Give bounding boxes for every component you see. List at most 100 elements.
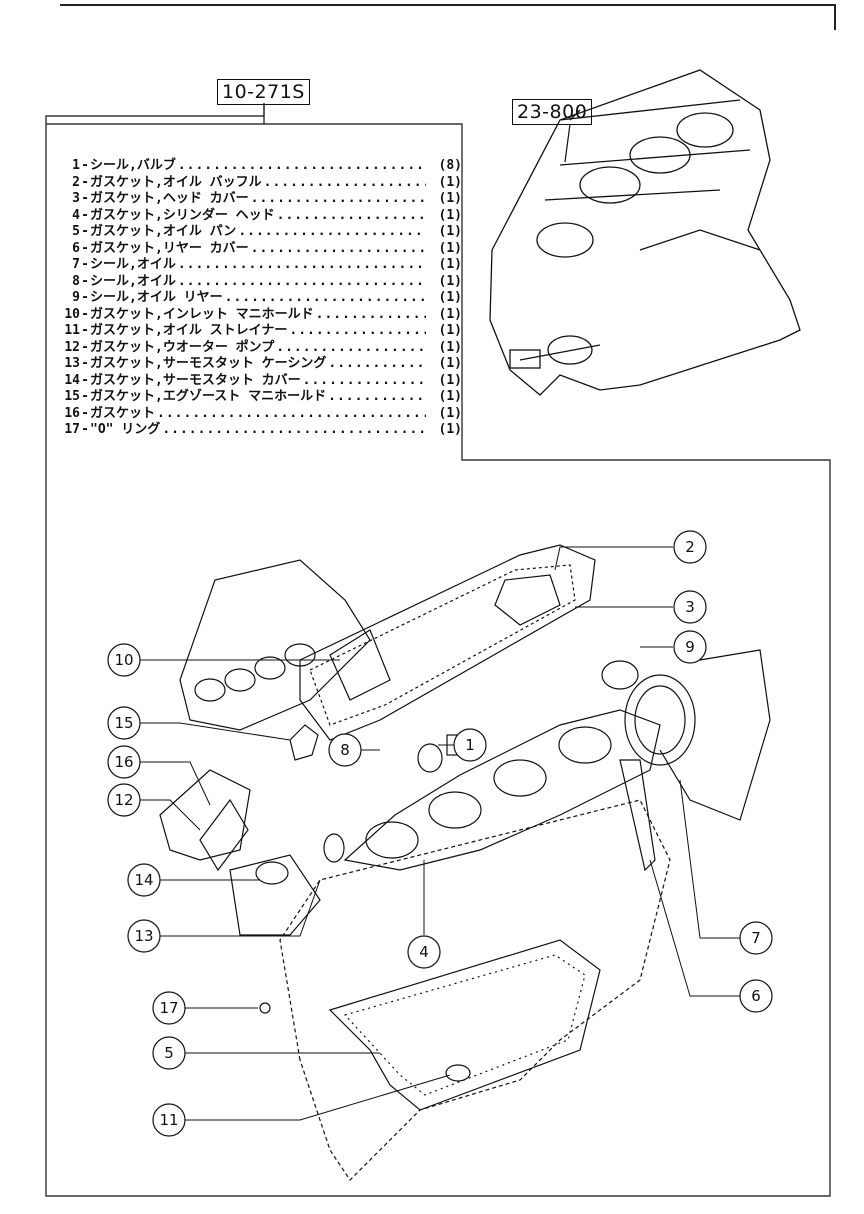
part-number: 13 <box>64 356 80 371</box>
part-dash: - <box>81 323 89 338</box>
parts-list: 1-シール,バルブ...............................… <box>62 154 462 437</box>
part-number: 11 <box>64 323 80 338</box>
part-dash: - <box>81 339 89 355</box>
callout-circle-14 <box>127 863 161 897</box>
parts-list-row: 1-シール,バルブ...............................… <box>62 154 462 173</box>
part-name: シール,オイル <box>90 257 176 272</box>
block-outline <box>279 799 671 1181</box>
callout-label-14: 14 <box>134 871 153 889</box>
parts-list-row: 6-ガスケット,リヤー カバー.........................… <box>62 237 462 256</box>
callout-label-11: 11 <box>159 1111 178 1129</box>
part-quantity: (1) <box>438 224 462 239</box>
part-dash: - <box>81 257 89 272</box>
parts-list-row: 15-ガスケット,エグゾースト マニホールド..................… <box>62 385 462 404</box>
part-name: ガスケット,オイル パン <box>90 224 237 239</box>
callout-circle-15 <box>107 706 141 740</box>
callout-label-16: 16 <box>114 753 133 771</box>
callout-label-10: 10 <box>114 651 133 669</box>
part-leader-dots: ........................................… <box>328 389 426 404</box>
part-dash: - <box>81 158 89 173</box>
part-dash: - <box>81 290 89 305</box>
part-dash: - <box>81 191 89 206</box>
part-quantity: (1) <box>438 290 462 305</box>
part-quantity: (1) <box>438 306 462 322</box>
callout-label-6: 6 <box>751 987 761 1005</box>
part-name: ガスケット,ヘッド カバー <box>90 191 249 206</box>
part-dash: - <box>81 389 89 404</box>
part-name: ガスケット,インレット マニホールド <box>90 306 314 322</box>
callout-circle-6 <box>739 979 773 1013</box>
water-pump-gasket <box>199 798 249 872</box>
part-number: 15 <box>64 389 80 404</box>
part-quantity: (8) <box>438 158 462 173</box>
cylinder-head-gasket <box>343 709 661 871</box>
part-leader-dots: ........................................… <box>162 422 426 437</box>
parts-list-row: 13-ガスケット,サーモスタット ケーシング..................… <box>62 352 462 371</box>
part-leader-dots: ........................................… <box>250 240 426 256</box>
part-quantity: (1) <box>438 257 462 272</box>
part-number: 5 <box>72 224 80 239</box>
part-number: 12 <box>64 339 80 355</box>
callout-circle-11 <box>152 1103 186 1137</box>
callout-circle-5 <box>152 1036 186 1070</box>
callout-circle-2 <box>673 530 707 564</box>
part-dash: - <box>81 174 89 190</box>
parts-list-row: 17-"O" リング..............................… <box>62 418 462 437</box>
parts-list-row: 16-ガスケット................................… <box>62 402 462 421</box>
callout-label-13: 13 <box>134 927 153 945</box>
part-number: 10 <box>64 306 80 322</box>
kit-frame <box>45 103 831 1197</box>
parts-list-row: 11-ガスケット,オイル ストレイナー.....................… <box>62 319 462 338</box>
rear-oil-seal-9 <box>601 660 639 690</box>
oil-seal-8 <box>417 743 443 773</box>
part-dash: - <box>81 273 89 289</box>
part-name: ガスケット,サーモスタット ケーシング <box>90 356 327 371</box>
top-border <box>60 4 836 6</box>
water-pump <box>159 769 251 861</box>
callout-label-2: 2 <box>685 538 695 556</box>
part-number: 9 <box>72 290 80 305</box>
part-name: シール,オイル <box>90 273 176 289</box>
part-number: 4 <box>72 207 80 223</box>
o-ring <box>259 1002 271 1014</box>
callout-circle-17 <box>152 991 186 1025</box>
callout-circle-4 <box>407 935 441 969</box>
rear-oil-seal <box>624 674 696 766</box>
part-quantity: (1) <box>438 323 462 338</box>
parts-list-row: 5-ガスケット,オイル パン..........................… <box>62 220 462 239</box>
engine-ref-leader <box>564 123 571 163</box>
part-number: 16 <box>64 405 80 421</box>
part-name: ガスケット,オイル ストレイナー <box>90 323 288 338</box>
part-quantity: (1) <box>438 372 462 388</box>
part-name: ガスケット,ウオーター ポンプ <box>90 339 275 355</box>
parts-list-row: 10-ガスケット,インレット マニホールド...................… <box>62 303 462 322</box>
part-name: ガスケット,シリンダー ヘッド <box>90 207 275 223</box>
part-leader-dots: ........................................… <box>250 191 426 206</box>
part-dash: - <box>81 306 89 322</box>
part-number: 14 <box>64 372 80 388</box>
parts-list-row: 12-ガスケット,ウオーター ポンプ......................… <box>62 336 462 355</box>
callout-label-5: 5 <box>164 1044 174 1062</box>
parts-list-row: 7-シール,オイル...............................… <box>62 253 462 272</box>
part-name: シール,バルブ <box>90 158 176 173</box>
engine-block-ref-label: 23-800 <box>512 99 593 125</box>
thermostat-case-gasket <box>323 833 345 863</box>
part-leader-dots: ........................................… <box>276 207 426 223</box>
callout-label-15: 15 <box>114 714 133 732</box>
callout-label-4: 4 <box>419 943 429 961</box>
part-dash: - <box>81 207 89 223</box>
part-name: "O" リング <box>90 422 161 437</box>
thermostat-gasket <box>255 861 289 885</box>
callout-circle-1 <box>453 728 487 762</box>
right-border <box>834 4 836 30</box>
callout-circle-8 <box>328 733 362 767</box>
part-name: ガスケット,オイル バッフル <box>90 174 262 190</box>
part-leader-dots: ........................................… <box>177 273 426 289</box>
part-leader-dots: ........................................… <box>263 174 426 190</box>
part-number: 17 <box>64 422 80 437</box>
callout-label-17: 17 <box>159 999 178 1017</box>
part-quantity: (1) <box>438 356 462 371</box>
part-quantity: (1) <box>438 273 462 289</box>
callout-label-8: 8 <box>340 741 350 759</box>
